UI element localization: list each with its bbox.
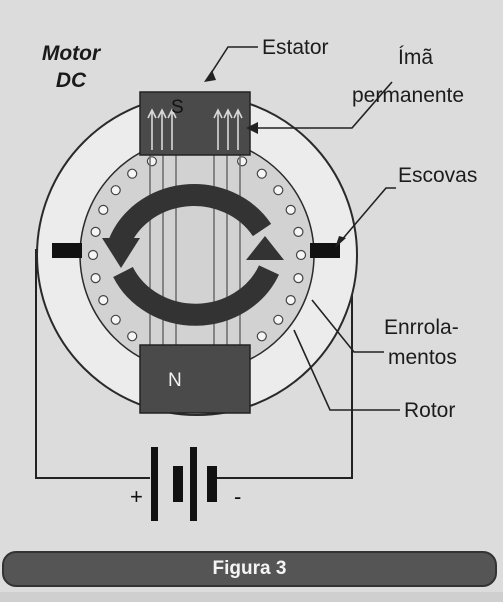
winding-slot: [273, 185, 284, 196]
battery-positive-label: +: [130, 484, 143, 509]
winding-slot: [295, 249, 307, 261]
label-enrolamentos-line1: Enrrola-: [384, 316, 459, 339]
pole-label-north: N: [168, 370, 182, 391]
leader-estator-head: [204, 70, 216, 82]
winding-slot: [256, 168, 267, 179]
winding-slot: [237, 156, 248, 167]
pole-label-south: S: [171, 97, 184, 118]
field-arrow: [147, 108, 157, 150]
rotation-arrowhead-left: [102, 238, 140, 268]
winding-slot: [285, 295, 296, 306]
brush-right: [310, 243, 340, 258]
label-escovas: Escovas: [398, 164, 478, 187]
field-arrow: [157, 108, 167, 150]
winding-slot: [90, 226, 101, 237]
rotation-arrows: [107, 184, 279, 326]
winding-slot: [256, 331, 267, 342]
brush-left: [52, 243, 82, 258]
battery-negative-label: -: [234, 484, 242, 509]
field-arrow: [223, 108, 233, 150]
winding-slot: [98, 295, 109, 306]
winding-slot: [110, 185, 121, 196]
winding-slot: [146, 156, 157, 167]
title-line1: Motor: [41, 42, 101, 65]
winding-slot: [273, 314, 284, 325]
figure-caption: Figura 3: [2, 551, 497, 587]
label-ima-line2: permanente: [352, 84, 465, 107]
label-rotor: Rotor: [404, 399, 456, 422]
label-estator: Estator: [262, 36, 329, 59]
leader-escovas-head: [335, 236, 346, 248]
winding-slot: [98, 204, 109, 215]
field-arrow: [213, 108, 223, 150]
diagram-title: Motor DC: [36, 40, 106, 94]
winding-slot: [90, 273, 101, 284]
field-arrows: [147, 108, 243, 150]
leader-ima-head: [246, 122, 258, 134]
battery-symbol: [151, 447, 217, 521]
magnet-north: [139, 344, 251, 414]
winding-slot: [87, 249, 99, 261]
leader-estator: [207, 46, 258, 79]
field-arrow: [167, 108, 177, 150]
leader-ima: [256, 81, 393, 129]
winding-slot: [110, 314, 121, 325]
title-line2: DC: [55, 69, 87, 92]
leader-enrolamentos: [311, 299, 384, 353]
label-ima-line1: Ímã: [398, 46, 434, 69]
winding-slot: [293, 226, 304, 237]
leader-escovas: [339, 187, 396, 243]
winding-slot: [293, 273, 304, 284]
winding-slot: [127, 331, 138, 342]
magnet-south: [139, 91, 251, 156]
label-enrolamentos-line2: mentos: [388, 346, 457, 369]
winding-slot: [127, 168, 138, 179]
winding-slot: [285, 204, 296, 215]
page-bottom-strip: [0, 592, 503, 602]
rotation-arrowhead-right: [246, 236, 284, 260]
field-arrow: [233, 108, 243, 150]
leader-rotor: [293, 329, 400, 411]
